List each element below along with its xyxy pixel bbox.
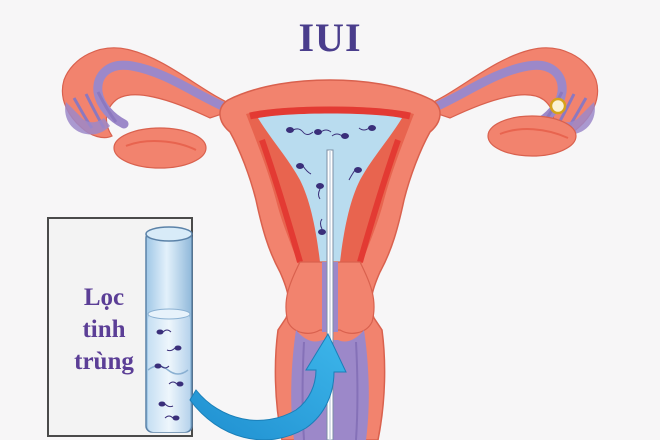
- right-ovary: [487, 115, 577, 157]
- sperm-icon: [166, 345, 182, 352]
- inset-label-line-3: trùng: [74, 348, 134, 375]
- curved-arrow-icon: [189, 332, 347, 440]
- sperm-icon: [296, 163, 312, 175]
- page-title: IUI: [298, 15, 362, 60]
- sperm-icon: [286, 127, 314, 135]
- left-fallopian-tube: [61, 47, 242, 139]
- sperm-icon: [154, 363, 170, 369]
- inset-label: Lọc tinh trùng: [54, 282, 154, 378]
- left-ovary: [113, 127, 207, 169]
- sperm-icon: [331, 133, 349, 139]
- sperm-group-tube: [154, 329, 184, 421]
- sperm-icon: [316, 183, 324, 200]
- sperm-icon: [168, 381, 184, 387]
- sperm-group-uterus: [286, 125, 376, 235]
- inset-label-line-2: tinh: [82, 316, 126, 343]
- egg-icon: [549, 97, 567, 115]
- sperm-icon: [314, 129, 332, 135]
- sperm-icon: [358, 125, 376, 131]
- sperm-icon: [348, 167, 362, 181]
- inset-label-line-1: Lọc: [83, 284, 125, 311]
- sperm-icon: [156, 329, 172, 335]
- sperm-icon: [158, 401, 174, 408]
- sperm-icon: [164, 415, 180, 421]
- sperm-icon: [318, 218, 326, 235]
